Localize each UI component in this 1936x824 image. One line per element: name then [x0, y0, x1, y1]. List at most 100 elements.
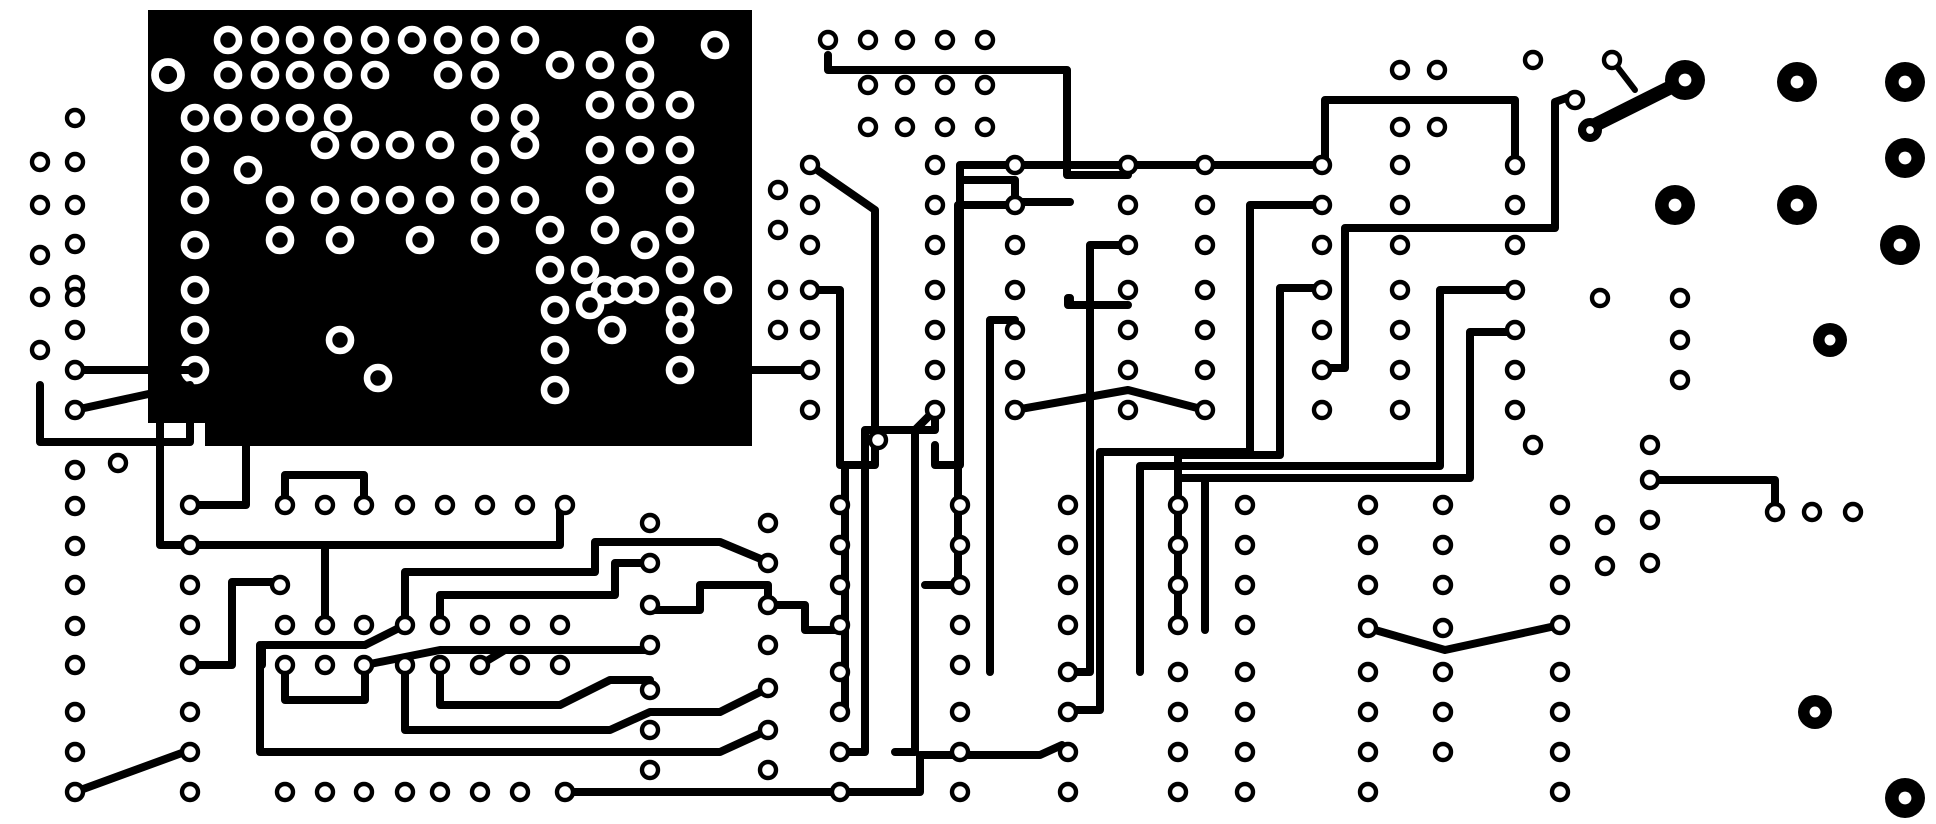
- solder-pad: [29, 151, 51, 173]
- solder-pad: [1601, 49, 1623, 71]
- solder-pad: [829, 781, 851, 803]
- pour-pad: [585, 175, 615, 205]
- pour-pad: [585, 50, 615, 80]
- pour-pad: [470, 103, 500, 133]
- solder-pad: [1234, 614, 1256, 636]
- pour-pad: [510, 103, 540, 133]
- solder-pad: [1057, 741, 1079, 763]
- pour-pad: [285, 103, 315, 133]
- mounting-hole: [1809, 706, 1821, 718]
- solder-pad: [799, 154, 821, 176]
- solder-pad: [353, 781, 375, 803]
- solder-pad: [394, 614, 416, 636]
- solder-pad: [924, 154, 946, 176]
- solder-pad: [1194, 279, 1216, 301]
- solder-pad: [1004, 399, 1026, 421]
- solder-pad: [1357, 534, 1379, 556]
- mounting-hole: [1893, 238, 1907, 252]
- solder-pad: [1669, 369, 1691, 391]
- solder-pad: [639, 759, 661, 781]
- solder-pad: [1357, 617, 1379, 639]
- solder-pad: [1194, 194, 1216, 216]
- solder-pad: [179, 701, 201, 723]
- solder-pad: [949, 781, 971, 803]
- pour-pad: [540, 335, 570, 365]
- solder-pad: [894, 29, 916, 51]
- solder-pad: [474, 494, 496, 516]
- solder-pad: [434, 494, 456, 516]
- pads: [29, 29, 1864, 803]
- solder-pad: [924, 194, 946, 216]
- solder-pad: [1522, 434, 1544, 456]
- solder-pad: [1357, 741, 1379, 763]
- solder-pad: [1357, 574, 1379, 596]
- pour-pad: [213, 103, 243, 133]
- mounting-hole: [1790, 75, 1804, 89]
- solder-pad: [1549, 574, 1571, 596]
- pour-pad: [665, 355, 695, 385]
- solder-pad: [1389, 116, 1411, 138]
- solder-pad: [1549, 701, 1571, 723]
- solder-pad: [29, 286, 51, 308]
- solder-pad: [64, 286, 86, 308]
- solder-pad: [1234, 741, 1256, 763]
- pour-pad: [180, 275, 210, 305]
- pour-pad: [265, 185, 295, 215]
- pour-pad: [665, 215, 695, 245]
- pour-pad: [570, 255, 600, 285]
- solder-pad: [757, 759, 779, 781]
- pour-pad: [540, 375, 570, 405]
- solder-pad: [64, 741, 86, 763]
- solder-pad: [1432, 701, 1454, 723]
- pour-pad: [535, 215, 565, 245]
- solder-pad: [269, 574, 291, 596]
- solder-pad: [1639, 469, 1661, 491]
- solder-pad: [829, 661, 851, 683]
- pour-pad: [250, 25, 280, 55]
- solder-pad: [429, 654, 451, 676]
- solder-pad: [549, 614, 571, 636]
- big-pads: [1578, 60, 1925, 818]
- solder-pad: [1357, 494, 1379, 516]
- pour-pad: [665, 175, 695, 205]
- solder-pad: [799, 234, 821, 256]
- solder-pad: [1842, 501, 1864, 523]
- pour-pad: [323, 103, 353, 133]
- solder-pad: [1004, 319, 1026, 341]
- solder-pad: [179, 614, 201, 636]
- solder-pad: [949, 614, 971, 636]
- solder-pad: [64, 194, 86, 216]
- solder-pad: [1504, 319, 1526, 341]
- pour-pad: [350, 185, 380, 215]
- solder-pad: [1504, 194, 1526, 216]
- solder-pad: [1594, 514, 1616, 536]
- solder-pad: [639, 512, 661, 534]
- solder-pad: [1669, 329, 1691, 351]
- pour-pad: [323, 60, 353, 90]
- pour-pad: [510, 130, 540, 160]
- solder-pad: [64, 459, 86, 481]
- solder-pad: [829, 701, 851, 723]
- solder-pad: [1764, 501, 1786, 523]
- solder-pad: [639, 634, 661, 656]
- pour-pad: [597, 315, 627, 345]
- solder-pad: [1167, 701, 1189, 723]
- pour-pad: [545, 50, 575, 80]
- solder-pad: [767, 219, 789, 241]
- solder-pad: [757, 634, 779, 656]
- solder-pad: [757, 677, 779, 699]
- pour-pad: [665, 255, 695, 285]
- solder-pad: [1004, 359, 1026, 381]
- solder-pad: [1167, 661, 1189, 683]
- solder-pad: [1311, 399, 1333, 421]
- solder-pad: [829, 741, 851, 763]
- solder-pad: [1504, 154, 1526, 176]
- solder-pad: [64, 107, 86, 129]
- solder-pad: [64, 654, 86, 676]
- solder-pad: [549, 654, 571, 676]
- pour-pad: [510, 25, 540, 55]
- solder-pad: [1589, 287, 1611, 309]
- solder-pad: [1234, 781, 1256, 803]
- solder-pad: [1432, 617, 1454, 639]
- solder-pad: [949, 654, 971, 676]
